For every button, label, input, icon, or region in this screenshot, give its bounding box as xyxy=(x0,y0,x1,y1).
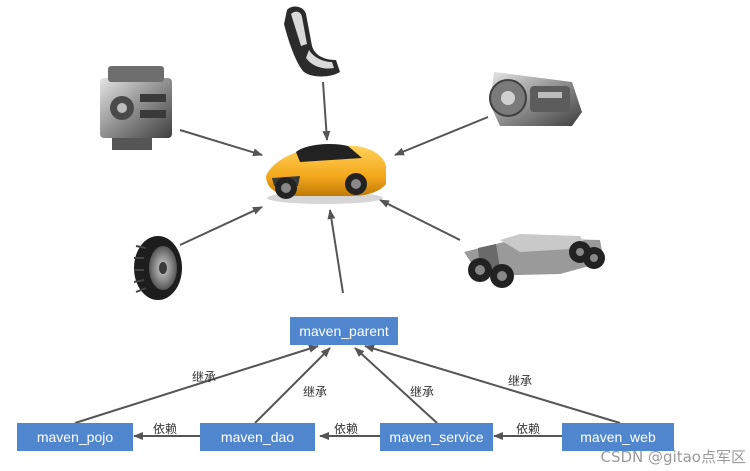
node-maven-pojo: maven_pojo xyxy=(17,423,133,451)
arrow-transmission-car xyxy=(394,116,489,156)
node-maven-service: maven_service xyxy=(380,423,493,451)
arrow-service-parent xyxy=(354,347,438,424)
label-pojo-inherit: 继承 xyxy=(192,370,217,384)
part-arrows xyxy=(179,81,489,294)
node-maven-dao: maven_dao xyxy=(200,423,315,451)
car-icon xyxy=(266,144,386,204)
seat-icon xyxy=(284,6,340,77)
label-dao-depend: 依赖 xyxy=(153,422,178,436)
label-web-inherit: 继承 xyxy=(508,374,533,388)
node-maven-web: maven_web xyxy=(562,423,674,451)
chassis-icon xyxy=(464,234,605,288)
tire-icon xyxy=(133,236,182,300)
label-web-depend: 依赖 xyxy=(516,422,541,436)
arrow-chassis-car xyxy=(379,199,461,241)
label-service-inherit: 继承 xyxy=(410,385,435,399)
arrow-web-parent xyxy=(364,344,621,424)
arrow-engine-car xyxy=(179,129,263,157)
module-arrows xyxy=(74,344,621,440)
node-maven-parent: maven_parent xyxy=(290,317,398,345)
label-dao-inherit: 继承 xyxy=(303,385,328,399)
arrow-tire-car xyxy=(179,206,263,246)
arrow-seat-car xyxy=(322,81,331,141)
arrow-dao-parent xyxy=(254,347,331,424)
watermark: CSDN @gitao点军区 xyxy=(600,448,746,466)
engine-icon xyxy=(100,66,172,150)
arrow-parent-car xyxy=(327,209,344,294)
arrow-pojo-parent xyxy=(74,344,319,424)
label-service-depend: 依赖 xyxy=(334,422,359,436)
transmission-icon xyxy=(489,72,582,126)
